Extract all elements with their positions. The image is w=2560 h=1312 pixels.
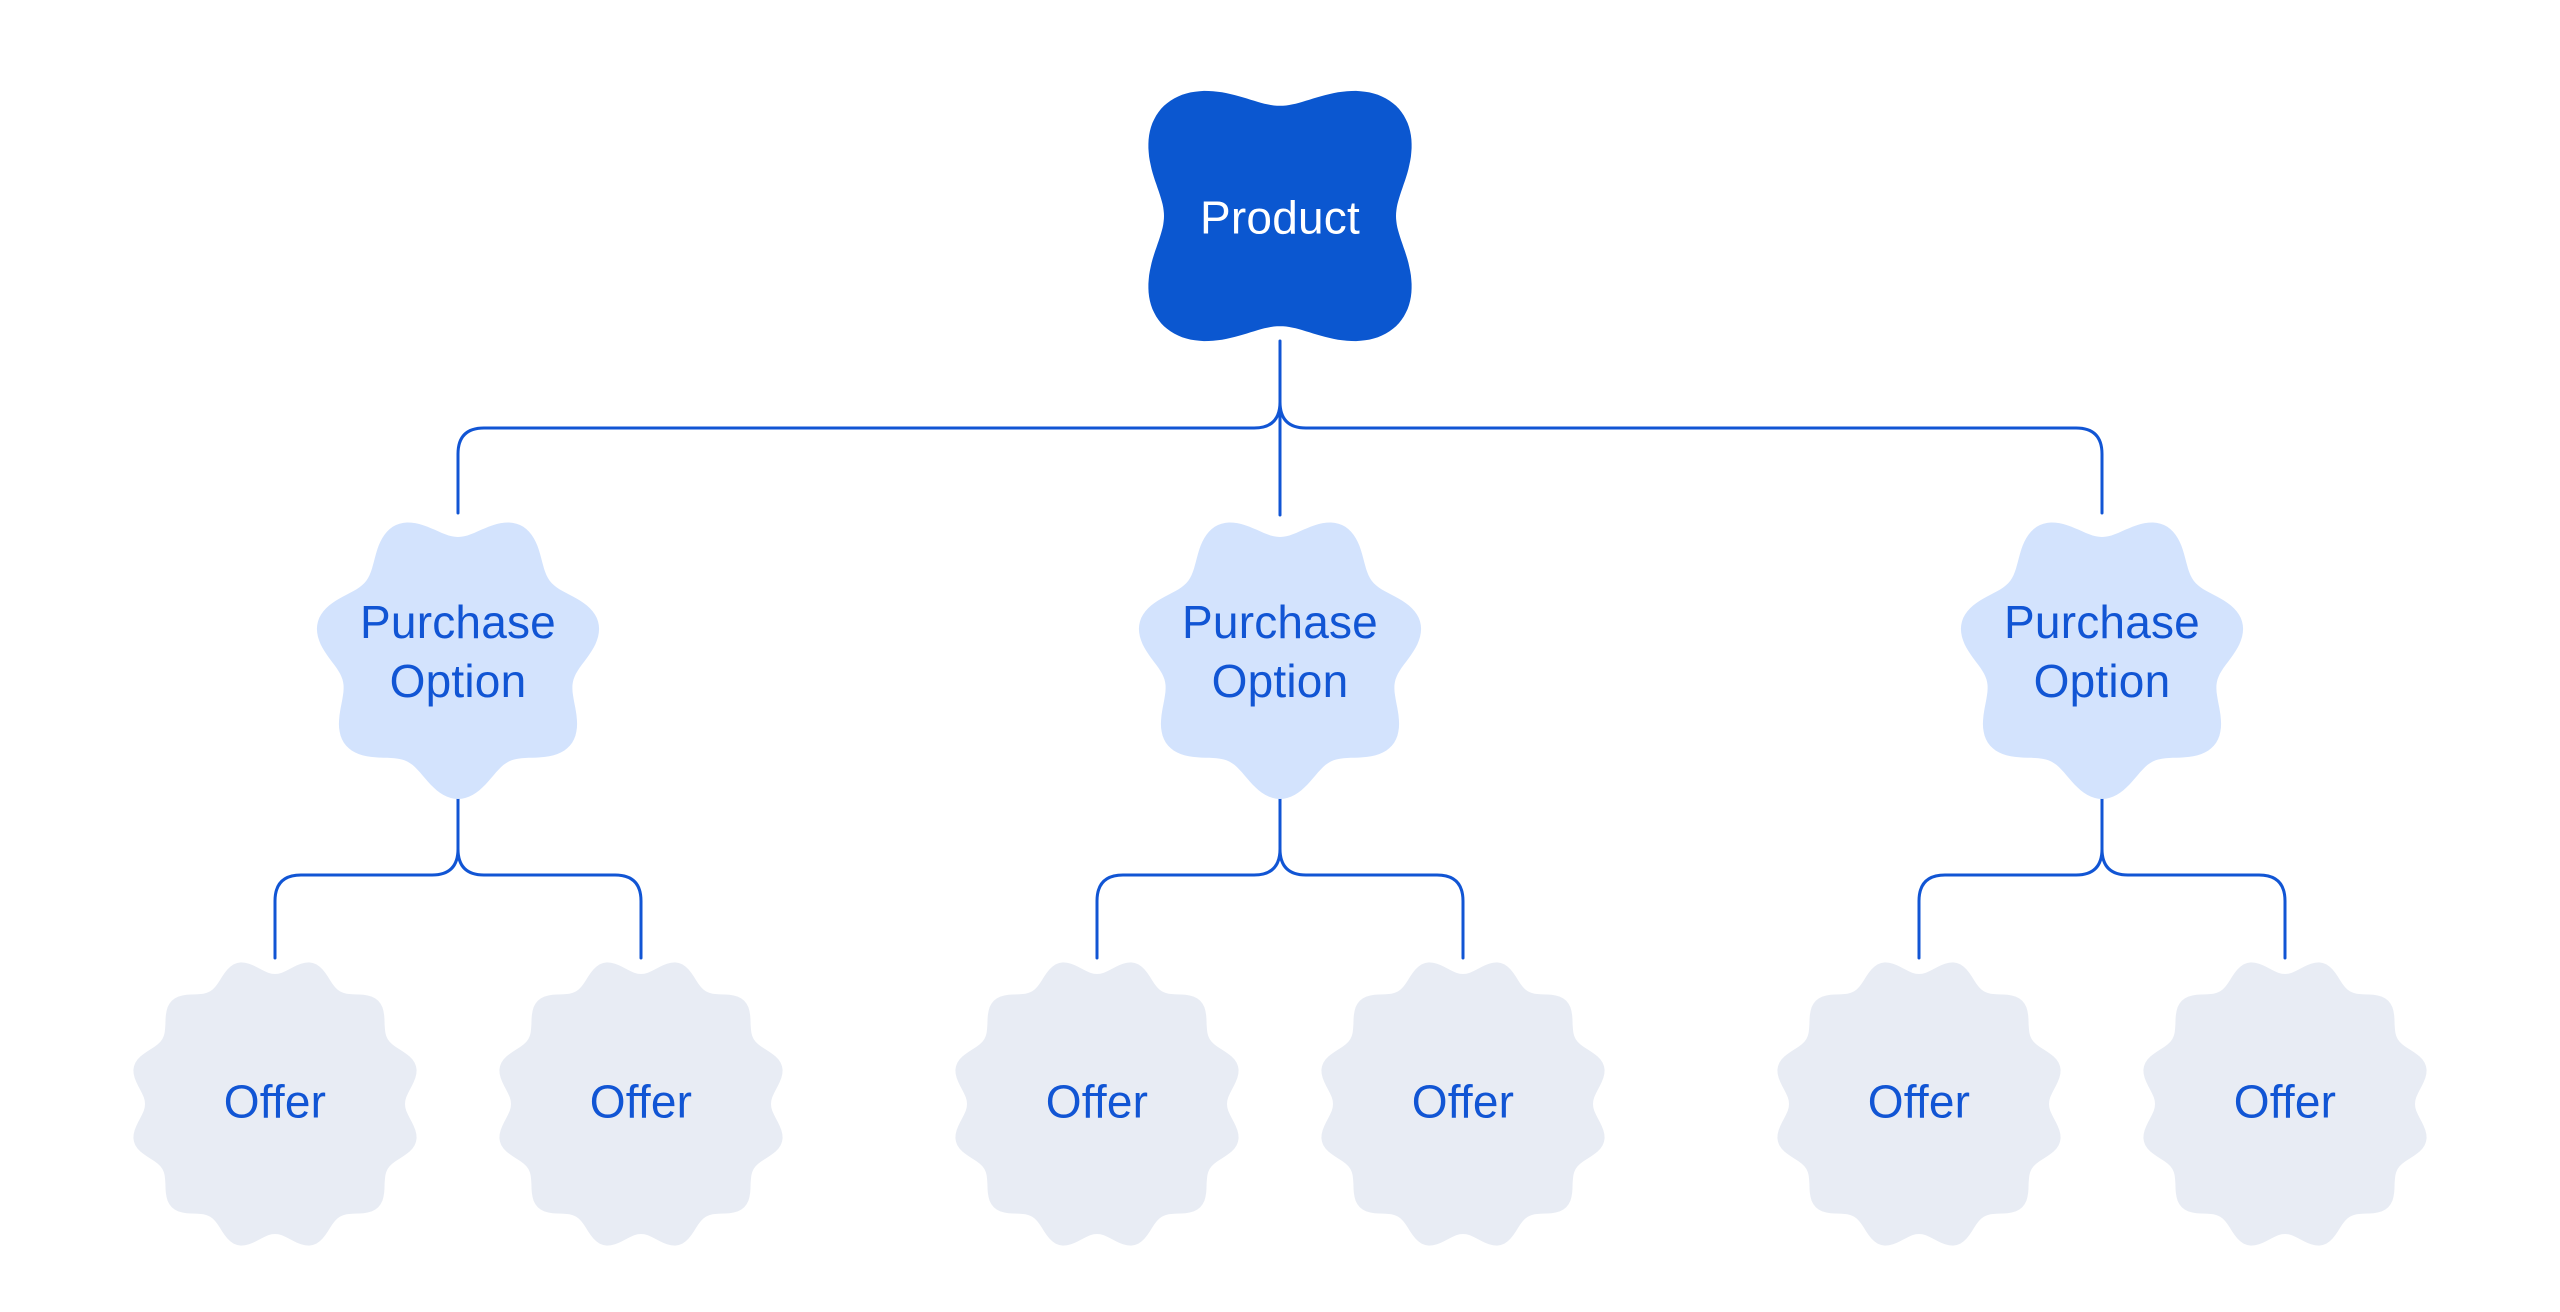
purchase-option-2-label: Purchase Option	[1182, 596, 1378, 707]
offer-1-shape	[133, 962, 417, 1246]
connector-purchase-1-to-offer-1	[273, 847, 460, 960]
product-node-label: Product	[1200, 191, 1360, 244]
purchase-option-3-shape	[1960, 522, 2244, 799]
purchase-option-2-shape	[1138, 522, 1422, 799]
level-2-connectors-group-3	[1917, 793, 2287, 960]
connector-product-to-purchase-1	[456, 400, 1282, 515]
offer-3-label: Offer	[1045, 1075, 1149, 1128]
offer-2-label: Offer	[589, 1075, 693, 1128]
connector-purchase-3-to-offer-1	[1917, 847, 2104, 960]
offer-2-shape	[499, 962, 783, 1246]
offer-6-label: Offer	[2233, 1075, 2337, 1128]
connector-purchase-1-to-offer-2	[456, 847, 643, 960]
offer-4-shape	[1321, 962, 1605, 1246]
connector-purchase-2-to-offer-1	[1095, 847, 1282, 960]
purchase-option-1-label: Purchase Option	[360, 596, 556, 707]
offer-4-label: Offer	[1411, 1075, 1515, 1128]
connector-product-to-purchase-3	[1278, 400, 2104, 515]
product-node-shape	[1148, 90, 1412, 342]
purchase-option-3-label: Purchase Option	[2004, 596, 2200, 707]
level-2-connectors-group-2	[1095, 793, 1465, 960]
offer-5-shape	[1777, 962, 2061, 1246]
level-1-connectors	[456, 339, 2104, 517]
offer-6-shape	[2143, 962, 2427, 1246]
level-2-connectors-group-1	[273, 793, 643, 960]
offer-1-label: Offer	[223, 1075, 327, 1128]
connector-purchase-3-to-offer-2	[2100, 847, 2287, 960]
purchase-option-1-shape	[316, 522, 600, 799]
offer-5-label: Offer	[1867, 1075, 1971, 1128]
node-shapes	[133, 90, 2427, 1246]
offer-3-shape	[955, 962, 1239, 1246]
connector-purchase-2-to-offer-2	[1278, 847, 1465, 960]
